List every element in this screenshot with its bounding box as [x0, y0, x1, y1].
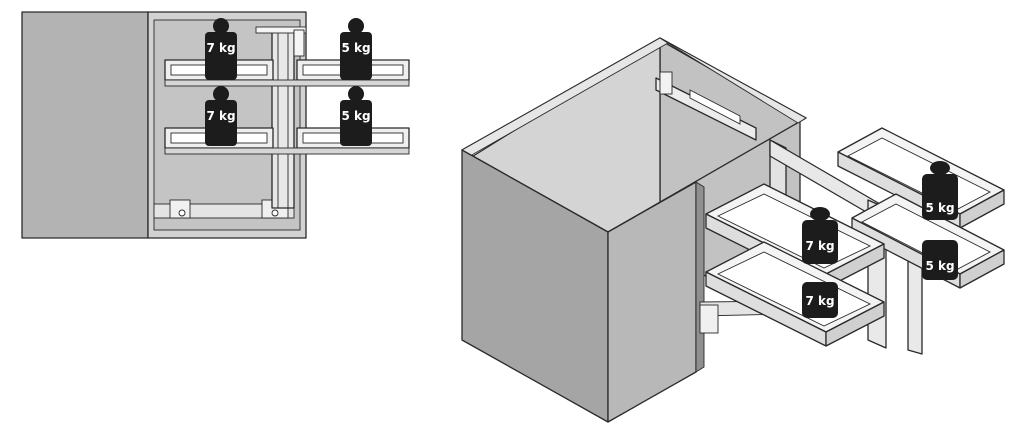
- front-runner-roller: [271, 209, 279, 217]
- weight-front-right-top: 5 kg: [340, 18, 372, 80]
- weight-label: 7 kg: [206, 109, 235, 123]
- front-column-cap: [293, 29, 305, 57]
- front-door-panel: [21, 11, 149, 239]
- iso-bottom-bracket: [699, 304, 719, 334]
- iso-back-lower-basket: [851, 193, 1005, 289]
- front-column-top-bar: [255, 26, 307, 34]
- weight-label: 7 kg: [206, 41, 235, 55]
- weight-label: 7 kg: [805, 239, 834, 253]
- weight-label: 5 kg: [925, 259, 954, 273]
- weight-label: 5 kg: [341, 109, 370, 123]
- weight-label: 5 kg: [925, 201, 954, 215]
- iso-door-edge: [695, 181, 705, 373]
- weight-label: 7 kg: [805, 294, 834, 308]
- weight-iso-left-top: 7 kg: [802, 207, 838, 264]
- front-view: 7 kg 5 kg 7 kg 5 kg: [21, 11, 410, 239]
- weight-front-left-top: 7 kg: [205, 18, 237, 80]
- iso-top-rail: [655, 71, 757, 141]
- weight-iso-left-bottom: 7 kg: [802, 282, 838, 318]
- weight-front-right-bottom: 5 kg: [340, 86, 372, 146]
- weight-iso-right-bottom: 5 kg: [922, 240, 958, 280]
- iso-top-edge-right: [659, 37, 807, 124]
- weight-iso-right-top: 5 kg: [922, 161, 958, 220]
- weight-label: 5 kg: [341, 41, 370, 55]
- isometric-view: 7 kg 5 kg 7 kg 5 kg: [461, 37, 1005, 423]
- weight-front-left-bottom: 7 kg: [205, 86, 237, 146]
- front-vertical-column: [271, 29, 295, 209]
- front-runner-roller: [178, 209, 186, 217]
